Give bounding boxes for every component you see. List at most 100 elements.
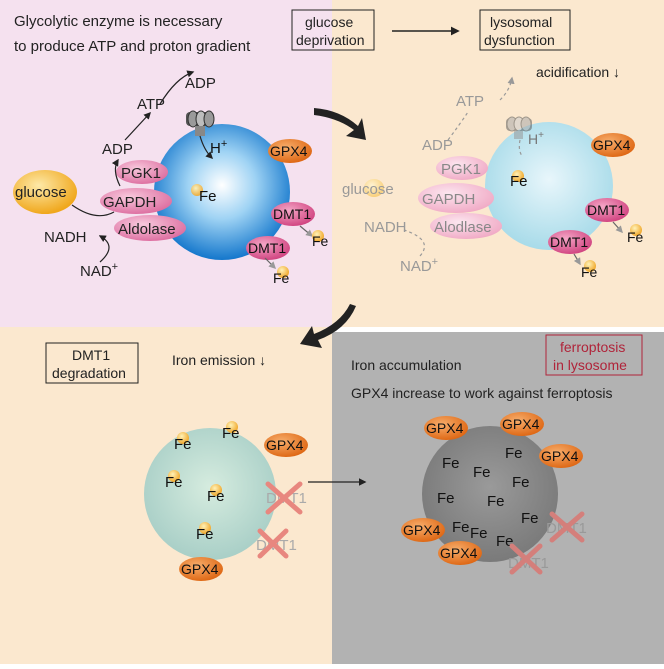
faded-proton-arrow <box>518 139 523 157</box>
panel1-glucose: glucose <box>15 184 67 201</box>
panel2-fe-inside: Fe <box>510 173 528 190</box>
lysosomal-dysfunction-box <box>479 9 571 51</box>
proton-pump-icon <box>186 110 215 136</box>
panel2-fe-out-b-ball <box>584 260 596 272</box>
panel1-aldolase: Aldolase <box>118 221 176 238</box>
panel4-fe-2: Fe <box>473 464 491 481</box>
panel2-dmt1a-shape <box>585 198 629 222</box>
panel2-nadh: NADH <box>364 219 407 236</box>
panel1-fe-out-b: Fe <box>273 270 290 286</box>
panel4-fe-6: Fe <box>487 493 505 510</box>
panel1-fe-out-b-ball <box>277 266 289 278</box>
panel2-aldolase: Alodlase <box>434 219 492 236</box>
ferroptosis-box <box>545 334 643 376</box>
panel2-aldolase-shape <box>430 213 502 239</box>
panel1-pgk1-shape <box>116 160 168 184</box>
panel2-fe-out-a-ball <box>630 224 642 236</box>
glucose-deprivation-box <box>291 9 375 51</box>
panel1-dmt1a-shape <box>271 202 315 226</box>
dmt1-degradation-box <box>45 342 139 384</box>
panel3-gpx4a-shape <box>264 433 308 457</box>
panel4-gpx4-5-shape <box>438 541 482 565</box>
panel2-fe-inside-ball <box>512 170 524 182</box>
panel2-glucose: glucose <box>342 181 394 198</box>
panel1-title-line2: to produce ATP and proton gradient <box>14 38 251 55</box>
panel2-h-label: H+ <box>528 130 544 147</box>
panel1-gapdh-shape <box>100 188 172 214</box>
transition-arrow-1 <box>314 108 366 140</box>
atp-hydrolysis-arrow <box>159 70 195 105</box>
panel4-gpx4-2-shape <box>500 412 544 436</box>
panel4-fe-7: Fe <box>452 519 470 536</box>
panel2-gpx4: GPX4 <box>593 137 631 153</box>
panel1-gapdh: GAPDH <box>103 194 156 211</box>
panel4-fe-group: Fe Fe Fe Fe Fe Fe Fe Fe Fe Fe <box>437 445 539 550</box>
panel1-glucose-ball <box>13 170 77 214</box>
panel2-gpx4-shape <box>591 133 635 157</box>
lysosome-active <box>154 124 290 260</box>
panel4-fe-1: Fe <box>442 455 460 472</box>
panel3-fe-5: Fe <box>196 526 214 543</box>
transition-arrow-2 <box>300 304 356 348</box>
panel4-gpx4-1-shape <box>424 416 468 440</box>
panel3-dmt1b-cross-icon <box>257 528 289 559</box>
panel1-dmt1b-shape <box>246 236 290 260</box>
panel2-dmt1a: DMT1 <box>587 202 625 218</box>
panel1-gpx4-shape <box>268 139 312 163</box>
lysosomal-line2: dysfunction <box>484 32 555 48</box>
proton-arrow <box>199 135 214 160</box>
glucose-deprivation-line1: glucose <box>305 14 353 30</box>
panel2-fe-export-arrow-b <box>573 253 581 266</box>
panel2-gapdh: GAPDH <box>422 191 475 208</box>
panel1-title-line1: Glycolytic enzyme is necessary <box>14 13 223 30</box>
panel2-adp: ADP <box>422 137 453 154</box>
panel1-fe-out-a: Fe <box>312 233 329 249</box>
panel1-aldolase-shape <box>114 215 186 241</box>
glucose-deprivation-line2: deprivation <box>296 32 365 48</box>
nad-to-nadh-arrow <box>98 235 110 263</box>
panel4-gpx4-3-shape <box>539 444 583 468</box>
panel1-fe-inside-ball <box>191 184 203 196</box>
panel3-fe-1: Fe <box>174 436 192 453</box>
panel1-atp: ATP <box>137 96 165 113</box>
panel1-adp-left: ADP <box>102 141 133 158</box>
panel3-gpx4a: GPX4 <box>266 437 304 453</box>
dmt1-degradation-line1: DMT1 <box>72 347 110 363</box>
proton-pump-faded-icon <box>506 116 532 139</box>
lysosome-dysfunctional <box>485 122 613 250</box>
faded-atp-hydrolysis-arrow <box>499 76 515 101</box>
lysosome-ferroptotic <box>422 426 558 562</box>
panel3-fe-2: Fe <box>222 425 240 442</box>
panel1-h-label: H+ <box>210 138 227 157</box>
faded-adp-arrow <box>447 111 469 141</box>
panel2-fe-export-arrow-a <box>612 221 623 234</box>
panel4-gpx4-3: GPX4 <box>541 448 579 464</box>
panel3-fe-4: Fe <box>165 474 183 491</box>
panel4-gpx4-1: GPX4 <box>426 420 464 436</box>
panel4-fe-9: Fe <box>470 525 488 542</box>
panel1-fe-out-a-ball <box>312 230 324 242</box>
panel4-fe-4: Fe <box>512 474 530 491</box>
panel4-dmt1a-cross-icon <box>549 511 585 543</box>
panel2-pgk1: PGK1 <box>441 161 481 178</box>
panel1-fe-inside-text: Fe <box>199 188 217 205</box>
dmt1-degradation-line2: degradation <box>52 365 126 381</box>
adp-to-atp-arrow <box>124 111 151 141</box>
fe-export-arrow-a <box>299 225 314 237</box>
adp-consume-arrow <box>111 158 121 187</box>
panel2-dmt1b-shape <box>548 230 592 254</box>
panel3-fe-3: Fe <box>207 488 225 505</box>
panel4-fe-10: Fe <box>496 533 514 550</box>
panel2-glucose-ball <box>364 179 384 197</box>
panel1-adp-top: ADP <box>185 75 216 92</box>
panel4-dmt1b-cross-icon <box>509 543 543 575</box>
panel1-nadh: NADH <box>44 229 87 246</box>
panel3-fe-group: Fe Fe Fe Fe Fe <box>165 421 240 543</box>
panel4-fe-3: Fe <box>505 445 523 462</box>
panel1-nad: NAD+ <box>80 261 118 280</box>
panel2-gapdh-shape <box>418 183 494 213</box>
panel1-gpx4: GPX4 <box>270 143 308 159</box>
panel2-fe-out-b: Fe <box>581 264 598 280</box>
